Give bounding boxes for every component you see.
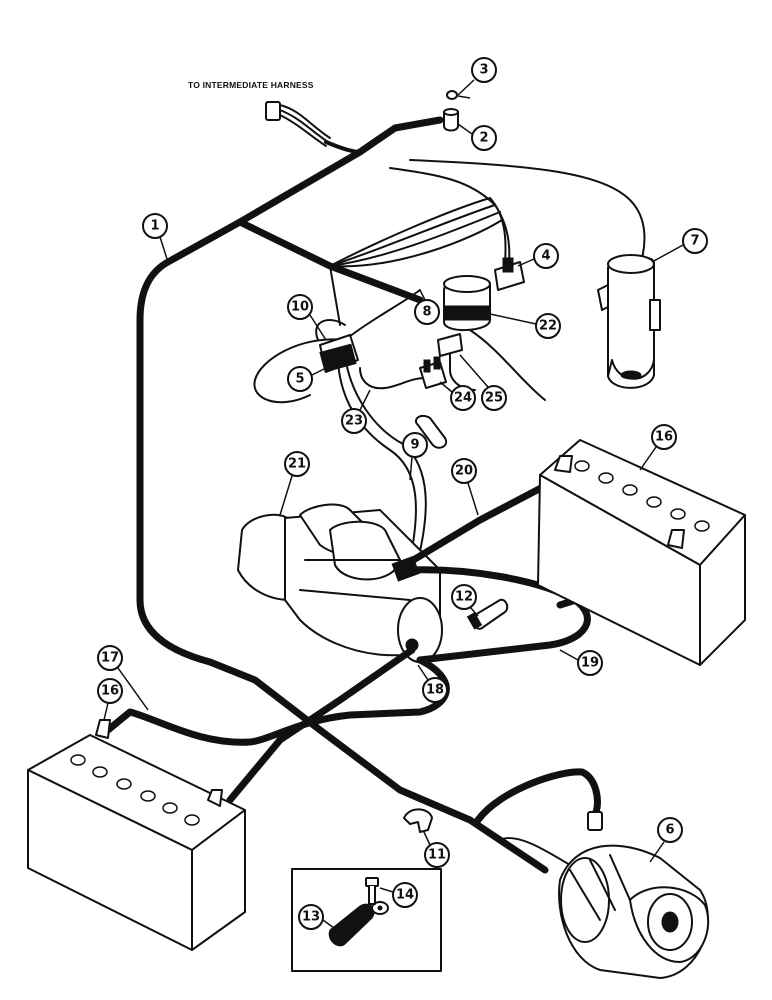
callout-16-right-circle bbox=[651, 424, 677, 450]
callout-9-circle bbox=[402, 432, 428, 458]
callout-20-circle bbox=[451, 458, 477, 484]
starter-motor bbox=[237, 503, 443, 663]
right-battery bbox=[537, 439, 746, 666]
cable-clip bbox=[403, 808, 433, 833]
callout-23: 23 bbox=[345, 414, 363, 429]
callout-3-circle bbox=[471, 57, 497, 83]
callout-16-right: 16 bbox=[655, 430, 673, 445]
cap-part bbox=[446, 90, 458, 100]
callout-21: 21 bbox=[288, 457, 306, 472]
callout-13: 13 bbox=[302, 910, 320, 925]
starter-relay bbox=[315, 319, 359, 373]
callout-22: 22 bbox=[539, 319, 557, 334]
callout-3: 3 bbox=[479, 63, 488, 78]
callout-10: 10 bbox=[291, 300, 309, 315]
callout-24-circle bbox=[450, 385, 476, 411]
callout-6: 6 bbox=[665, 823, 674, 838]
callout-7-circle bbox=[682, 228, 708, 254]
callout-4-circle bbox=[533, 243, 559, 269]
callout-4: 4 bbox=[541, 249, 550, 264]
coil-canister bbox=[597, 254, 661, 389]
harness-connector bbox=[265, 101, 331, 147]
callout-5: 5 bbox=[295, 372, 304, 387]
terminal-boot-12 bbox=[466, 598, 509, 630]
callout-18-circle bbox=[422, 677, 448, 703]
callout-11: 11 bbox=[428, 848, 446, 863]
callout-6-circle bbox=[657, 817, 683, 843]
callout-19-circle bbox=[577, 650, 603, 676]
callout-8-circle bbox=[414, 299, 440, 325]
callout-1: 1 bbox=[150, 219, 159, 234]
callout-11-circle bbox=[424, 842, 450, 868]
callout-7: 7 bbox=[690, 234, 699, 249]
callout-18: 18 bbox=[426, 683, 444, 698]
left-battery bbox=[27, 719, 246, 951]
callout-8: 8 bbox=[422, 305, 431, 320]
connector-25 bbox=[437, 333, 463, 357]
callout-14: 14 bbox=[396, 888, 414, 903]
callout-22-circle bbox=[535, 313, 561, 339]
callout-9: 9 bbox=[410, 438, 419, 453]
pressure-sender bbox=[443, 275, 491, 332]
callout-19: 19 bbox=[581, 656, 599, 671]
callout-21-circle bbox=[284, 451, 310, 477]
grommet-part bbox=[443, 108, 459, 132]
callout-23-circle bbox=[341, 408, 367, 434]
callout-2-circle bbox=[471, 125, 497, 151]
main-harness bbox=[136, 116, 646, 874]
callout-10-circle bbox=[287, 294, 313, 320]
harness-label: TO INTERMEDIATE HARNESS bbox=[188, 80, 314, 90]
callout-1-circle bbox=[142, 213, 168, 239]
callout-17-circle bbox=[97, 645, 123, 671]
terminal-boot bbox=[414, 414, 448, 449]
callout-16-left: 16 bbox=[101, 684, 119, 699]
alternator bbox=[474, 768, 710, 979]
callouts: 3 2 1 4 7 8 22 10 5 24 25 23 bbox=[97, 57, 708, 930]
neutral-switch bbox=[419, 356, 447, 389]
callout-14-circle bbox=[392, 882, 418, 908]
callout-2: 2 bbox=[479, 131, 488, 146]
callout-20: 20 bbox=[455, 464, 473, 479]
callout-13-circle bbox=[298, 904, 324, 930]
sender-switch bbox=[494, 257, 525, 291]
callout-25: 25 bbox=[485, 391, 503, 406]
callout-12-circle bbox=[451, 584, 477, 610]
callout-17: 17 bbox=[101, 651, 119, 666]
callout-12: 12 bbox=[455, 590, 473, 605]
callout-5-circle bbox=[287, 366, 313, 392]
callout-16-left-circle bbox=[97, 678, 123, 704]
callout-25-circle bbox=[481, 385, 507, 411]
callout-24: 24 bbox=[454, 391, 472, 406]
